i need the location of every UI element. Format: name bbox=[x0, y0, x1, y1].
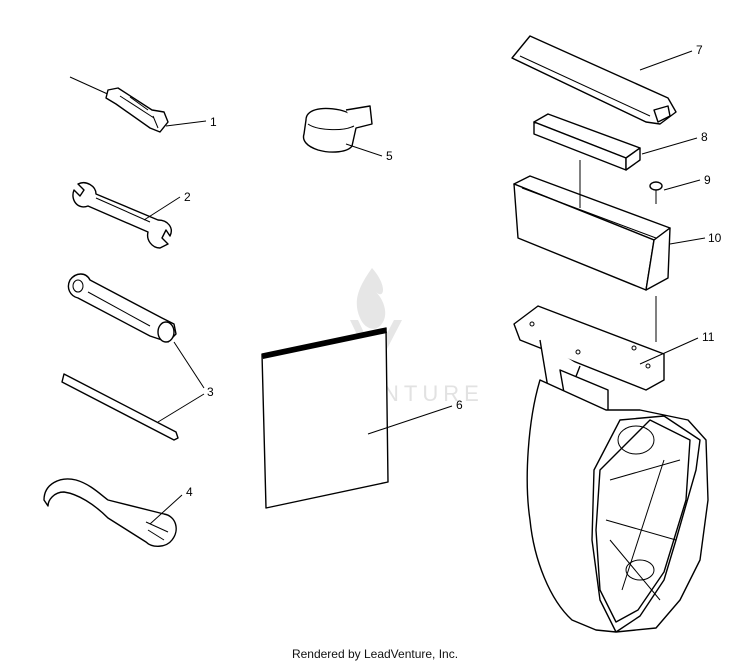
callout-11: 11 bbox=[702, 330, 715, 344]
wrench-part bbox=[72, 182, 172, 249]
callout-3: 3 bbox=[207, 385, 214, 399]
footer-credit: Rendered by LeadVenture, Inc. bbox=[291, 647, 459, 661]
callout-8: 8 bbox=[701, 130, 708, 144]
leader-lines bbox=[143, 50, 706, 525]
callout-1: 1 bbox=[210, 115, 217, 129]
storage-lid-part bbox=[511, 35, 677, 125]
callout-10: 10 bbox=[708, 231, 722, 245]
callout-9: 9 bbox=[704, 173, 711, 187]
screwdriver-part bbox=[69, 76, 169, 133]
callout-labels: 1 2 3 4 5 6 7 8 9 10 11 bbox=[184, 43, 722, 499]
tommy-bar-part bbox=[61, 373, 179, 441]
callout-2: 2 bbox=[184, 190, 191, 204]
owners-manual-part bbox=[261, 327, 389, 509]
spanner-hook-part bbox=[43, 478, 177, 547]
callout-7: 7 bbox=[696, 43, 703, 57]
socket-wrench-part bbox=[67, 273, 177, 343]
bracket-housing-part bbox=[513, 296, 709, 633]
callout-5: 5 bbox=[386, 149, 393, 163]
screw-part bbox=[649, 181, 663, 204]
tape-roll-part bbox=[302, 105, 373, 153]
callout-6: 6 bbox=[456, 398, 463, 412]
storage-box-part bbox=[513, 160, 671, 291]
callout-4: 4 bbox=[186, 485, 193, 499]
foam-pad-part bbox=[533, 113, 641, 171]
